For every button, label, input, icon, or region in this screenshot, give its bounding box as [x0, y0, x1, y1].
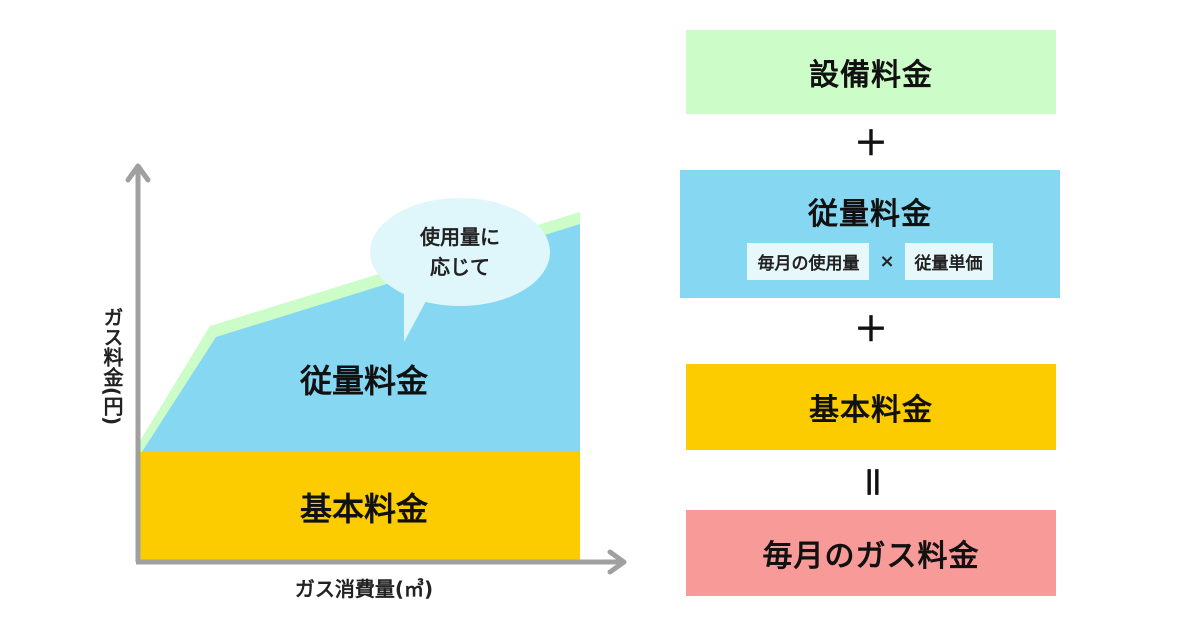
y-axis-title: ガス料金(円) [100, 306, 124, 425]
equipment-fee-box: 設備料金 [686, 30, 1056, 114]
bubble-text-line1: 使用量に [419, 225, 500, 249]
monthly-gas-fee-label: 毎月のガス料金 [762, 539, 980, 574]
monthly-gas-fee-box: 毎月のガス料金 [686, 510, 1056, 596]
times-sign: × [879, 250, 895, 272]
y-axis-arrowhead [125, 163, 151, 183]
x-axis-title: ガス消費量(㎥) [295, 577, 433, 601]
base-fee-box: 基本料金 [686, 364, 1056, 450]
bubble-text-line2: 応じて [430, 255, 490, 279]
variable-fee-label: 従量料金 [299, 362, 429, 400]
equals-sign: ＝ [686, 462, 1056, 502]
unit-price-chip: 従量単価 [904, 242, 993, 280]
equals-sign-text: ＝ [851, 465, 891, 499]
variable-fee-formula: 毎月の使用量 × 従量単価 [747, 242, 993, 280]
variable-fee-box: 従量料金 毎月の使用量 × 従量単価 [680, 170, 1060, 298]
base-fee-box-label: 基本料金 [809, 393, 933, 428]
usage-speech-bubble: 使用量に 応じて [370, 198, 550, 342]
x-axis-arrowhead [607, 549, 627, 575]
base-fee-label: 基本料金 [300, 490, 429, 528]
variable-fee-box-label: 従量料金 [808, 196, 932, 232]
plus-sign-2: ＋ [854, 310, 888, 350]
base-fee-area [138, 452, 580, 562]
equipment-fee-label: 設備料金 [809, 58, 933, 93]
monthly-usage-chip: 毎月の使用量 [747, 242, 870, 280]
plus-sign-1: ＋ [854, 124, 888, 164]
